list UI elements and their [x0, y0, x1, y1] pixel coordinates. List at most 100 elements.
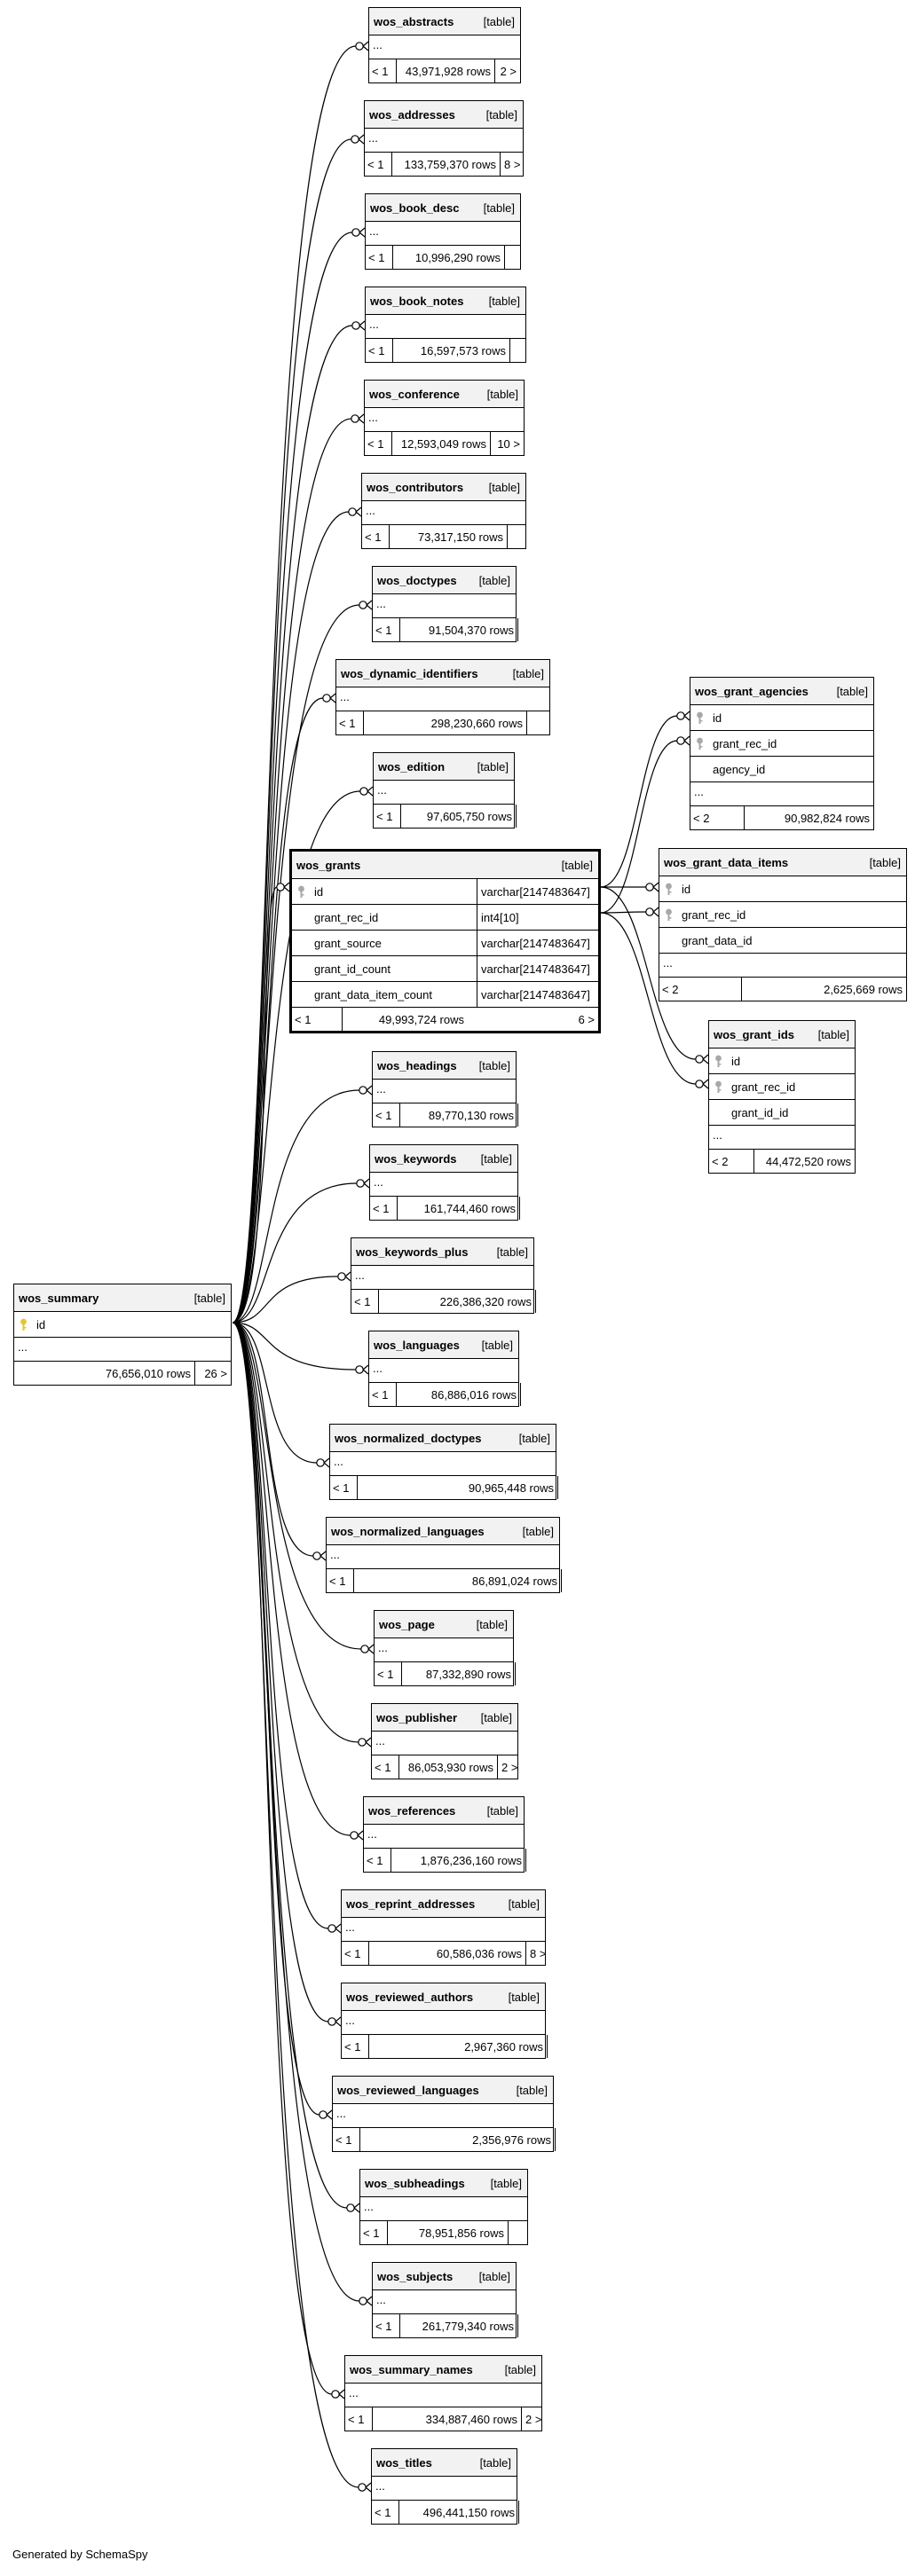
child-count[interactable] [518, 2501, 519, 2524]
ellipsis: ... [364, 2200, 374, 2213]
child-count[interactable] [547, 2035, 548, 2058]
parent-count: < 1 [377, 1668, 394, 1681]
child-count[interactable] [561, 1569, 562, 1592]
zero-or-many-marker [645, 883, 654, 891]
parent-count: < 1 [354, 1295, 371, 1308]
row-count: 496,441,150 rows [398, 2501, 518, 2524]
table-header: wos_book_notes[table] [366, 287, 525, 315]
table-name: wos_edition [378, 760, 446, 774]
parent-count: < 1 [335, 2133, 352, 2147]
child-count[interactable] [509, 339, 525, 362]
fk-key-icon [298, 885, 304, 898]
child-count[interactable] [517, 1103, 518, 1127]
ellipsis: ... [375, 1734, 385, 1747]
table-name: wos_headings [377, 1059, 457, 1072]
zero-or-many-marker [319, 2110, 327, 2119]
child-count[interactable] [535, 1290, 536, 1313]
child-count[interactable] [555, 2128, 556, 2151]
child-count[interactable]: 8 > [525, 1942, 546, 1965]
child-count[interactable]: 8 > [500, 153, 523, 176]
zero-or-many-marker [676, 736, 685, 745]
row-count: 133,759,370 rows [391, 153, 500, 176]
column-type: varchar[2147483647] [477, 956, 598, 981]
child-count[interactable] [508, 2221, 527, 2244]
parent-count: < 1 [339, 717, 356, 730]
child-count[interactable] [519, 1197, 520, 1220]
ellipsis: ... [713, 1128, 722, 1142]
child-count[interactable] [507, 525, 525, 548]
zero-or-many-marker [695, 1080, 704, 1088]
zero-or-many-marker [360, 1645, 369, 1653]
ellipsis: ... [369, 224, 379, 238]
table-type-label: [table] [508, 1991, 540, 2004]
table-name: wos_contributors [367, 481, 464, 494]
child-count[interactable] [504, 246, 520, 269]
child-count[interactable]: 2 > [521, 2407, 541, 2431]
row-count: 73,317,150 rows [389, 525, 507, 548]
child-count[interactable]: 26 > [194, 1362, 231, 1385]
column-row: id [659, 876, 906, 902]
column-row: agency_id [690, 757, 873, 782]
parent-count: < 1 [367, 437, 384, 451]
column-name: grant_rec_id [713, 737, 777, 750]
column-row: id [14, 1312, 231, 1338]
zero-or-many-marker [351, 135, 359, 144]
child-count[interactable]: 10 > [490, 432, 524, 455]
child-count[interactable]: 2 > [494, 59, 520, 82]
table-header: wos_contributors[table] [362, 474, 525, 501]
child-count[interactable]: 2 > [497, 1755, 517, 1779]
relationship-edge [600, 911, 647, 914]
child-count[interactable] [516, 805, 517, 828]
child-count[interactable] [517, 2314, 518, 2337]
table-name: wos_summary [19, 1292, 99, 1305]
relationship-edge [232, 325, 353, 1323]
column-name: grant_rec_id [682, 908, 746, 922]
child-count[interactable] [526, 711, 549, 734]
parent-count: < 1 [295, 1013, 312, 1026]
parent-count: < 1 [368, 344, 385, 357]
child-count[interactable] [557, 1476, 558, 1499]
child-count[interactable] [515, 1662, 516, 1685]
child-count[interactable] [517, 618, 518, 641]
child-count[interactable] [525, 1849, 526, 1872]
child-count[interactable]: 6 > [578, 1013, 595, 1026]
relationship-edge [232, 1322, 314, 1557]
ellipsis-row: ... [690, 782, 873, 806]
table-header: wos_edition[table] [374, 753, 514, 781]
child-count[interactable] [520, 1383, 521, 1406]
